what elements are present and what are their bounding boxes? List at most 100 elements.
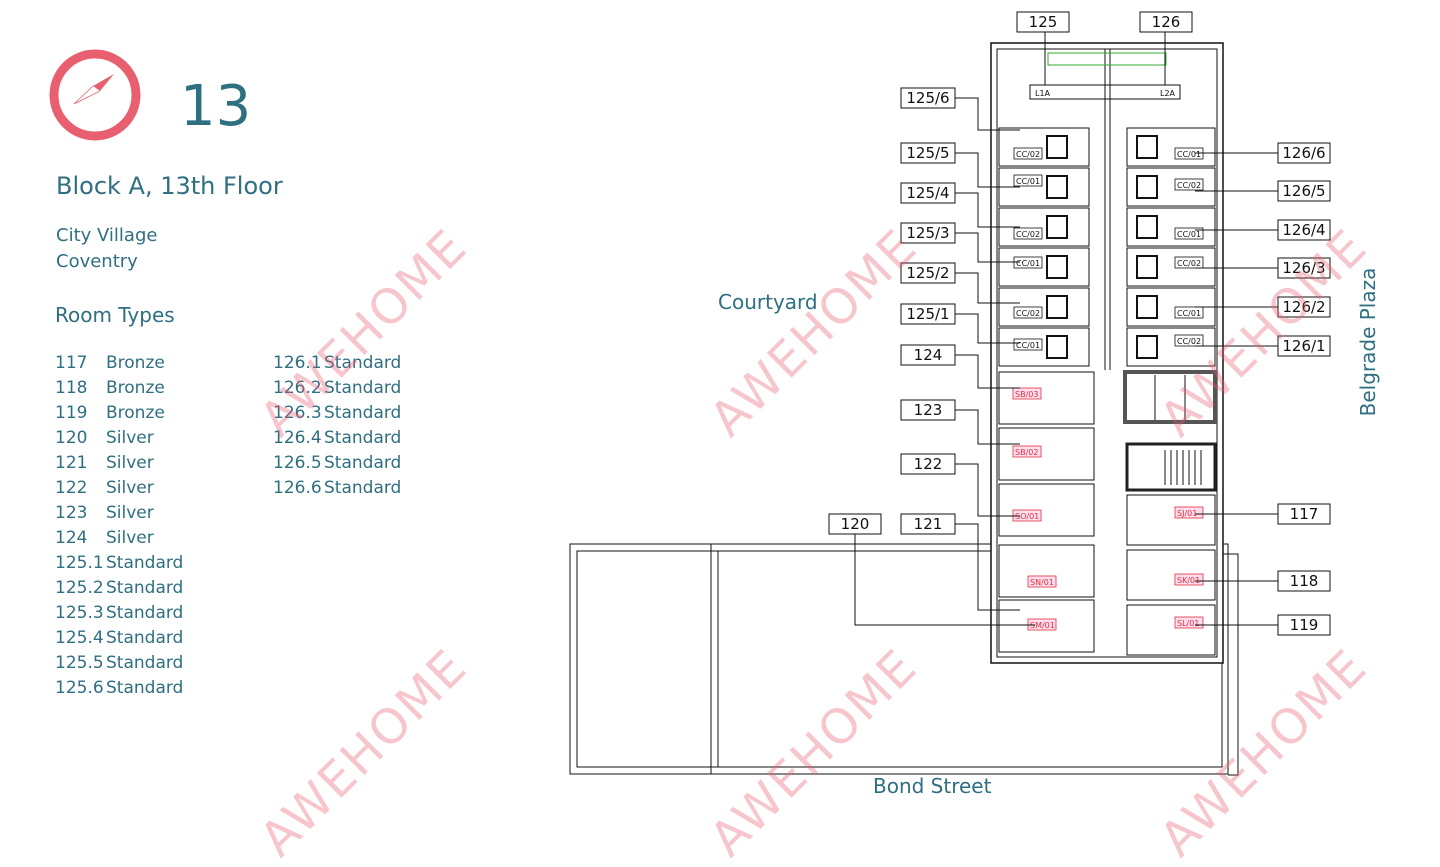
- room-type: Silver: [106, 453, 154, 473]
- callout-right-box: [1277, 614, 1331, 636]
- tower-outline: [990, 42, 1224, 664]
- unit-code-box: [1174, 573, 1204, 586]
- callout-left: 125/3: [906, 224, 949, 242]
- room-type: Standard: [106, 678, 184, 698]
- callout-left: 120: [841, 515, 870, 533]
- leader-line: [955, 272, 1020, 304]
- leader-line: [955, 523, 1020, 611]
- callout-right-box: [1277, 296, 1331, 318]
- unit-code: CC/02: [1016, 150, 1040, 159]
- room-type: Bronze: [106, 378, 165, 398]
- room-type: Silver: [106, 503, 154, 523]
- room-left-large: [998, 599, 1095, 653]
- room-type: Silver: [106, 478, 154, 498]
- callout-left: 123: [914, 401, 943, 419]
- callout-left: 124: [914, 346, 943, 364]
- room-type: Standard: [324, 478, 402, 498]
- compass-icon: [49, 49, 141, 141]
- callout-left: 122: [914, 455, 943, 473]
- room-number: 124: [55, 528, 88, 548]
- callout-right-box: [1277, 335, 1331, 357]
- room-number: 123: [55, 503, 88, 523]
- unit-code-box: [1174, 227, 1204, 240]
- callout-top: 125: [1029, 13, 1058, 31]
- callout-right: 119: [1290, 616, 1319, 634]
- leader-line: [955, 354, 1020, 389]
- room-left-large: [998, 544, 1095, 598]
- callout-right: 126/2: [1282, 298, 1325, 316]
- callout-left: 125/2: [906, 264, 949, 282]
- callout-left-box: [900, 182, 956, 204]
- leader-line: [955, 97, 1020, 131]
- callout-right: 126/3: [1282, 259, 1325, 277]
- unit-code-box: [1012, 387, 1042, 400]
- unit-code-box: [1013, 147, 1043, 160]
- leader-line: [955, 152, 1020, 188]
- room-number: 126.3: [273, 403, 322, 423]
- leader-line: [955, 409, 1020, 445]
- callout-right-box: [1277, 180, 1331, 202]
- unit-code-box: [1012, 445, 1042, 458]
- bathroom-pod: [1046, 295, 1068, 319]
- room-type: Standard: [324, 353, 402, 373]
- unit-code: CC/02: [1016, 309, 1040, 318]
- floor-number: 13: [180, 74, 252, 139]
- room-number: 119: [55, 403, 88, 423]
- room-right-large: [1126, 604, 1216, 656]
- room-left-large: [998, 483, 1095, 537]
- leader-line: [955, 313, 1020, 344]
- room-left-large: [998, 427, 1095, 481]
- room-right: [1126, 167, 1216, 207]
- unit-code-box: [1013, 338, 1043, 351]
- room-type: Standard: [106, 553, 184, 573]
- unit-code-box: [1174, 306, 1204, 319]
- room-right: [1126, 127, 1216, 167]
- callout-left: 125/1: [906, 305, 949, 323]
- callout-right: 126/1: [1282, 337, 1325, 355]
- bathroom-pod: [1046, 175, 1068, 199]
- callout-left: 121: [914, 515, 943, 533]
- callout-left: 125/5: [906, 144, 949, 162]
- callout-right-box: [1277, 142, 1331, 164]
- room-type: Standard: [106, 578, 184, 598]
- unit-code: CC/02: [1016, 230, 1040, 239]
- unit-code: CC/01: [1177, 150, 1201, 159]
- callout-left-box: [900, 513, 956, 535]
- room-number: 120: [55, 428, 88, 448]
- room-left-large: [998, 371, 1095, 425]
- callout-right: 126/4: [1282, 221, 1325, 239]
- leader-line: [955, 232, 1020, 263]
- room-number: 125.1: [55, 553, 104, 573]
- room-type: Standard: [324, 403, 402, 423]
- bathroom-pod: [1046, 215, 1068, 239]
- room-type: Silver: [106, 428, 154, 448]
- room-number: 126.1: [273, 353, 322, 373]
- callout-left: 125/6: [906, 89, 949, 107]
- room-type: Standard: [324, 378, 402, 398]
- unit-code: SB/03: [1015, 390, 1038, 399]
- unit-code: SO/01: [1015, 512, 1039, 521]
- tower-inner: [996, 48, 1218, 658]
- unit-code: CC/01: [1016, 259, 1040, 268]
- kitchen-units: [1047, 52, 1167, 66]
- leader-line: [955, 463, 1020, 517]
- callout-right-box: [1277, 503, 1331, 525]
- lift-core: [1123, 370, 1217, 424]
- unit-code: CC/01: [1016, 341, 1040, 350]
- callout-right-box: [1277, 570, 1331, 592]
- callout-left-box: [900, 344, 956, 366]
- belgrade-plaza-label: Belgrade Plaza: [1356, 267, 1380, 417]
- callout-right: 117: [1290, 505, 1319, 523]
- unit-code-box: [1174, 334, 1204, 347]
- bathroom-pod: [1136, 295, 1158, 319]
- unit-code: SB/02: [1015, 448, 1038, 457]
- room-number: 117: [55, 353, 88, 373]
- room-right: [1126, 327, 1216, 367]
